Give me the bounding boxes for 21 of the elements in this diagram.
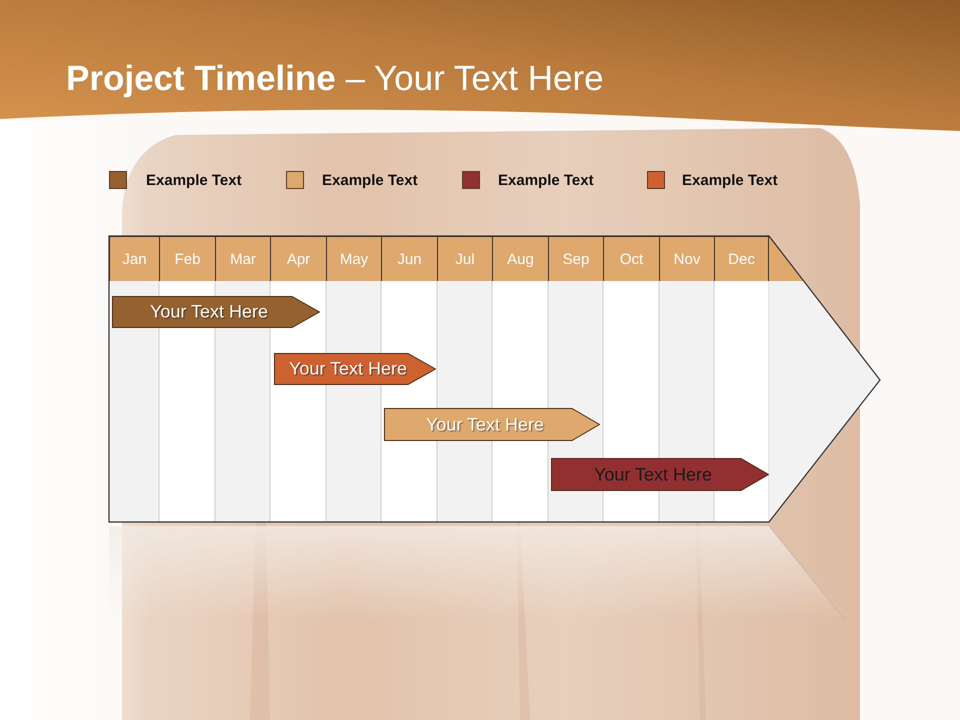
month-header: Jan bbox=[109, 236, 159, 281]
month-header: Oct bbox=[603, 236, 659, 281]
task-label: Your Text Here bbox=[594, 464, 712, 485]
month-header: Feb bbox=[159, 236, 215, 281]
month-header: Jul bbox=[437, 236, 492, 281]
month-header: Apr bbox=[270, 236, 326, 281]
month-header: Nov bbox=[659, 236, 714, 281]
task-label: Your Text Here bbox=[150, 302, 268, 322]
month-header: Mar bbox=[215, 236, 270, 281]
month-header: Jun bbox=[381, 236, 437, 281]
month-header: Aug bbox=[492, 236, 548, 281]
legend-label: Example Text bbox=[682, 171, 778, 191]
month-header: May bbox=[326, 236, 381, 281]
legend-label: Example Text bbox=[322, 171, 418, 191]
legend-label: Example Text bbox=[146, 171, 242, 191]
legend-label: Example Text bbox=[498, 171, 594, 191]
task-label: Your Text Here bbox=[426, 414, 544, 435]
month-header: Sep bbox=[548, 236, 603, 281]
task-label: Your Text Here bbox=[288, 358, 408, 380]
month-header: Dec bbox=[714, 236, 769, 281]
slide-title: Project Timeline – Your Text Here bbox=[66, 58, 604, 100]
